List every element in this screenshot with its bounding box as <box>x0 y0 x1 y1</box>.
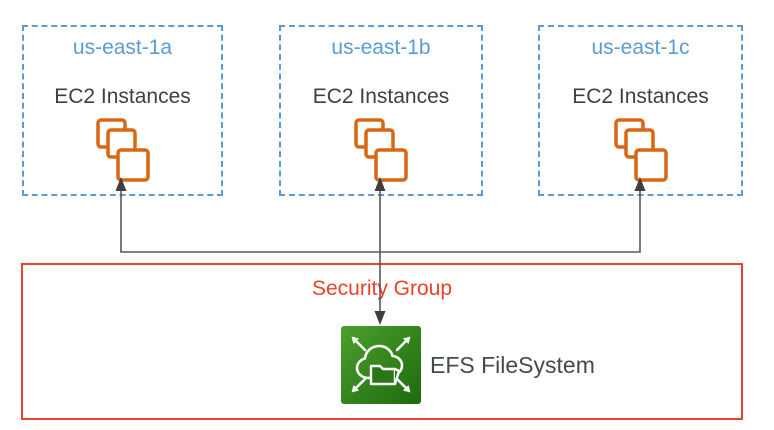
az-box-us-east-1b: us-east-1b EC2 Instances <box>279 25 483 196</box>
efs-filesystem-label: EFS FileSystem <box>430 352 595 378</box>
efs-filesystem-icon <box>341 326 421 404</box>
az-label: us-east-1c <box>591 36 690 59</box>
security-group-label: Security Group <box>311 277 453 300</box>
ec2-instances-stack-icon <box>354 118 408 182</box>
az-label: us-east-1a <box>72 36 173 59</box>
ec2-instances-label: EC2 Instances <box>54 85 191 108</box>
ec2-instances-label: EC2 Instances <box>572 85 709 108</box>
ec2-instances-label: EC2 Instances <box>312 85 450 108</box>
ec2-instances-stack-icon <box>95 118 150 182</box>
ec2-instances-stack-icon <box>613 118 668 182</box>
az-box-us-east-1c: us-east-1c EC2 Instances <box>538 25 743 196</box>
az-label: us-east-1b <box>331 36 431 59</box>
az-box-us-east-1a: us-east-1a EC2 Instances <box>22 25 223 196</box>
